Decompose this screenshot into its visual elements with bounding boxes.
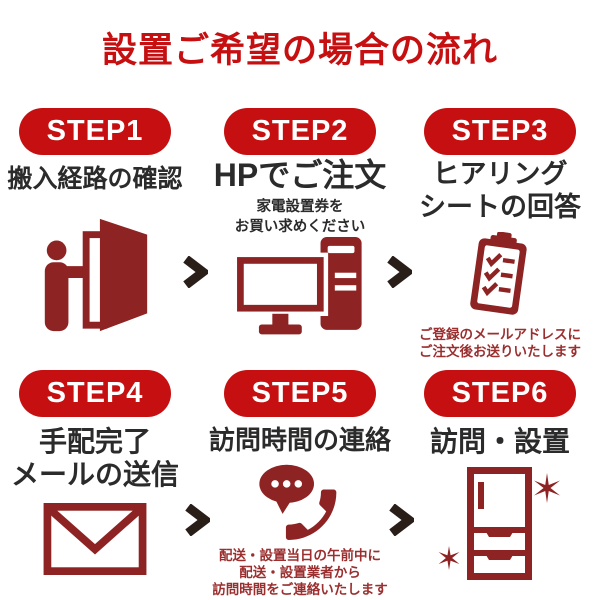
step-1-label: 搬入経路の確認: [7, 165, 183, 193]
step-3-badge: STEP3: [424, 108, 576, 155]
fridge-icon: [438, 467, 560, 581]
step-3-note: ご登録のメールアドレスに ご注文後お送りいたします: [419, 326, 581, 360]
step-6-badge: STEP6: [424, 370, 576, 417]
phone-icon: [259, 464, 337, 540]
step-3-label: ヒアリング シートの回答: [419, 159, 581, 222]
page-title: 設置ご希望の場合の流れ: [101, 31, 498, 70]
step-3: STEP3 ヒアリング シートの回答: [405, 108, 595, 360]
step-2-subtext: 家電設置券を お買い求めください: [234, 198, 366, 235]
clipboard-icon: [470, 231, 527, 315]
chevron-right-icon: [185, 504, 210, 536]
chevron-right-icon: [183, 256, 208, 288]
step-2-badge: STEP2: [224, 108, 376, 155]
step-5: STEP5 訪問時間の連絡 配送・設置当日の午前中に 配送・設置業者から 訪問時…: [205, 370, 395, 598]
step-4: STEP4 手配完了 メールの送信: [0, 370, 190, 576]
step-5-label: 訪問時間の連絡: [208, 425, 391, 455]
step-1-badge: STEP1: [19, 108, 171, 155]
step-4-label: 手配完了 メールの送信: [10, 426, 179, 491]
chevron-right-icon: [387, 256, 412, 288]
sparkle-icon: [534, 473, 560, 504]
chevron-right-icon: [389, 504, 414, 536]
step-5-badge: STEP5: [224, 370, 376, 417]
step-2-label: HPでご注文: [213, 157, 387, 193]
step-6: STEP6 訪問・設置: [405, 370, 595, 586]
step-1: STEP1 搬入経路の確認: [0, 108, 190, 337]
door-icon: [44, 218, 148, 331]
step-2: STEP2 HPでご注文 家電設置券を お買い求めください: [205, 108, 395, 337]
sparkle-icon: [438, 546, 460, 571]
step-6-label: 訪問・設置: [429, 426, 570, 457]
computer-icon: [232, 236, 362, 335]
envelope-icon: [43, 503, 147, 576]
step-4-badge: STEP4: [19, 370, 171, 417]
step-5-note: 配送・設置当日の午前中に 配送・設置業者から 訪問時間をご連絡いたします: [212, 547, 388, 598]
